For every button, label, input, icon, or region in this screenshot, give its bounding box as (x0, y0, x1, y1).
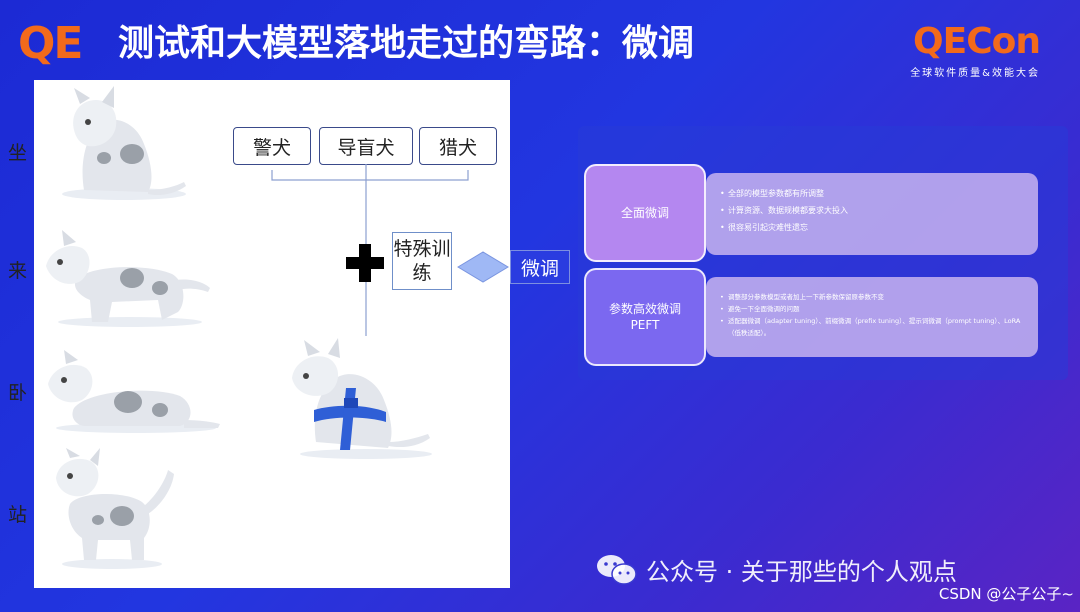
full-finetune-point: 计算资源、数据规模都要求大投入 (728, 202, 1026, 219)
diamond-icon (456, 250, 510, 284)
plus-icon (344, 242, 386, 284)
peft-point: 调整部分参数模型或者加上一下新参数保留原参数不变 (728, 291, 1026, 303)
wechat-watermark: 公众号 · 关于那些的个人观点 (596, 552, 957, 587)
qecon-tagline: 全球软件质量&效能大会 (910, 64, 1040, 79)
full-finetune-point: 很容易引起灾难性遗忘 (728, 219, 1026, 236)
full-finetune-description: 全部的模型参数都有所调整 计算资源、数据规模都要求大投入 很容易引起灾难性遗忘 (706, 173, 1038, 255)
slide-title: 测试和大模型落地走过的弯路：微调 (118, 22, 694, 65)
peft-point: 适配器微调（adapter tuning）、前缀微调（prefix tuning… (728, 315, 1026, 339)
csdn-credit: CSDN @公子公子~ (939, 583, 1074, 604)
full-finetune-label: 全面微调 (584, 164, 706, 262)
finetune-label-box: 微调 (510, 250, 570, 284)
peft-point: 避免一下全面微调的问题 (728, 303, 1026, 315)
peft-description: 调整部分参数模型或者加上一下新参数保留原参数不变 避免一下全面微调的问题 适配器… (706, 277, 1038, 357)
qecon-logo: QECon 全球软件质量&效能大会 (910, 24, 1040, 79)
special-training-box: 特殊训练 (392, 232, 452, 290)
guide-dog-harness-illustration (290, 338, 440, 460)
walking-dog-illustration (40, 230, 216, 330)
full-finetune-name: 全面微调 (621, 205, 669, 221)
pose-label-come: 来 (8, 256, 30, 283)
watermark-text: 公众号 · 关于那些的个人观点 (646, 552, 957, 587)
full-finetune-point: 全部的模型参数都有所调整 (728, 185, 1026, 202)
standing-dog-illustration (48, 448, 178, 570)
peft-points: 调整部分参数模型或者加上一下新参数保留原参数不变 避免一下全面微调的问题 适配器… (706, 277, 1038, 349)
peft-name: 参数高效微调 PEFT (609, 301, 681, 333)
qecon-logo-text: QECon (910, 24, 1040, 60)
wechat-icon (596, 553, 638, 587)
full-finetune-points: 全部的模型参数都有所调整 计算资源、数据规模都要求大投入 很容易引起灾难性遗忘 (706, 173, 1038, 246)
pose-label-sit: 坐 (8, 138, 30, 165)
pose-label-stand: 站 (8, 500, 30, 527)
lying-dog-illustration (44, 350, 224, 434)
qe-logo: QE (18, 22, 81, 66)
peft-label: 参数高效微调 PEFT (584, 268, 706, 366)
pose-label-lie: 卧 (8, 378, 30, 405)
sitting-dog-illustration (44, 86, 194, 204)
